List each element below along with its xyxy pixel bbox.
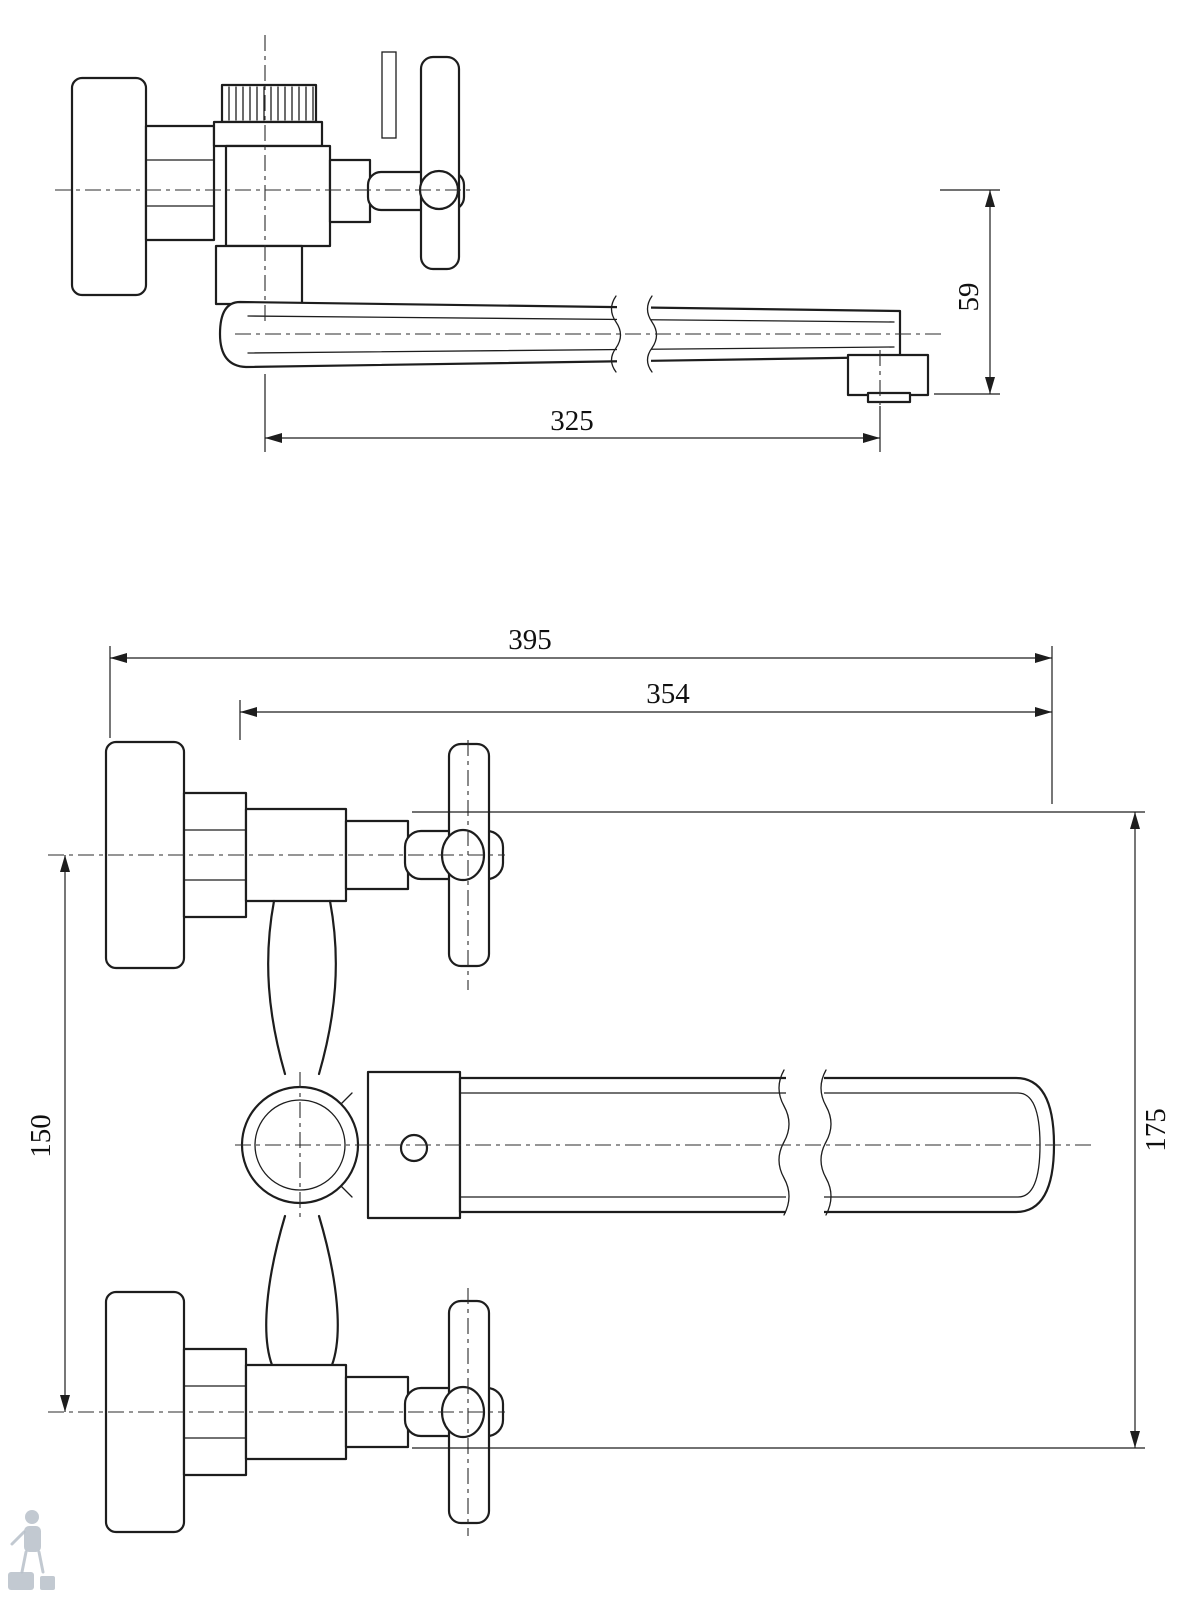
side-view-dimensions: 325 59: [264, 189, 1000, 452]
body-left-curve-top: [267, 899, 287, 1076]
front-view: [48, 740, 1095, 1536]
arrowhead-bottom: [1130, 1431, 1140, 1448]
side-neck: [214, 244, 304, 306]
dim-outlet-drop: 59: [934, 189, 1000, 395]
side-break-line-right: [646, 295, 658, 373]
side-handle-bar: [419, 55, 461, 271]
watermark-logo: [8, 1510, 55, 1590]
side-hex-nut-facets: [145, 159, 215, 207]
arrowhead-bottom: [60, 1395, 70, 1412]
arrowhead-top: [985, 190, 995, 207]
arrowhead-left: [265, 433, 282, 443]
dim-label-354: 354: [646, 678, 690, 710]
body-right-curve-bottom: [317, 1214, 339, 1367]
side-spout-inner-lines: [247, 315, 895, 354]
dim-label-175: 175: [1140, 1108, 1172, 1152]
arrowhead-right: [863, 433, 880, 443]
dim-overall-height: 175: [412, 811, 1172, 1449]
side-break-line-left: [610, 295, 622, 373]
watermark-figure-body: [24, 1526, 41, 1552]
side-hex-nut: [144, 124, 216, 242]
front-break-line-right: [820, 1069, 832, 1216]
dim-label-150: 150: [25, 1114, 57, 1158]
arrowhead-left: [110, 653, 127, 663]
watermark-figure-head: [25, 1510, 39, 1524]
side-view: [55, 35, 945, 410]
side-valve-stem: [328, 158, 372, 224]
diverter-hub-inner: [254, 1099, 346, 1191]
dim-label-395: 395: [508, 624, 552, 656]
dim-overall-width: 395: [109, 624, 1053, 804]
dim-label-59: 59: [953, 283, 985, 312]
arrowhead-top: [1130, 812, 1140, 829]
front-top-nut-facets: [183, 829, 247, 881]
hub-tick-marks: [340, 1092, 353, 1198]
side-wall-flange: [70, 76, 148, 297]
watermark-box: [40, 1576, 55, 1590]
dim-spout-reach: 354: [239, 678, 1052, 740]
dim-inlet-spacing: 150: [25, 855, 70, 1412]
watermark-figure-legs: [20, 1550, 45, 1574]
side-valve-body: [224, 144, 332, 248]
arrowhead-top: [60, 855, 70, 872]
arrowhead-right: [1035, 653, 1052, 663]
watermark-figure-arm: [10, 1530, 26, 1546]
dim-label-325: 325: [550, 405, 594, 437]
front-bottom-nut-facets: [183, 1385, 247, 1439]
arrowhead-bottom: [985, 377, 995, 394]
arrowhead-right: [1035, 707, 1052, 717]
side-aerator: [866, 391, 912, 404]
spout-block-screw: [399, 1133, 429, 1163]
dim-spout-length: 325: [264, 374, 881, 452]
body-right-curve-top: [317, 899, 337, 1076]
thread-hatch: [228, 86, 314, 121]
front-break-mask: [786, 1070, 824, 1218]
front-view-dimensions: 395 354 150 175: [25, 624, 1172, 1449]
body-left-curve-bottom: [265, 1214, 287, 1367]
arrowhead-left: [240, 707, 257, 717]
side-spout-head: [846, 353, 930, 397]
side-collar: [212, 120, 324, 148]
watermark-toolbox: [8, 1572, 34, 1590]
side-handle-edge: [381, 51, 397, 139]
front-break-line-left: [778, 1069, 790, 1216]
